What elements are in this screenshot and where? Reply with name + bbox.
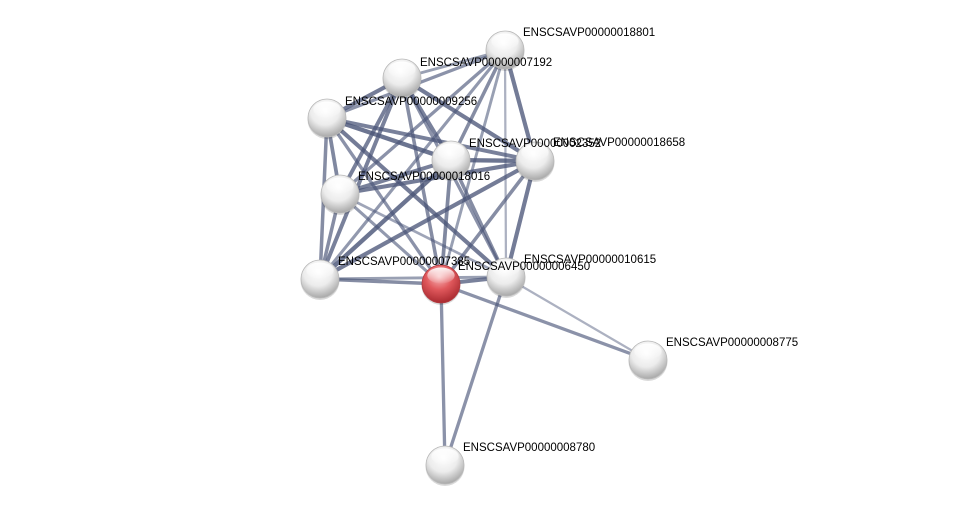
edge-n02352-n10615: [449, 158, 508, 279]
node-gloss: [437, 143, 465, 160]
node-label-n08775: ENSCSAVP00000008775: [666, 337, 798, 349]
node-label-n08780: ENSCSAVP00000008780: [463, 442, 595, 454]
node-layer: [300, 30, 668, 486]
node-label-n10615: ENSCSAVP00000010615: [524, 254, 656, 266]
node-gloss: [388, 61, 416, 78]
edge-n18016-nquery: [338, 192, 443, 286]
node-label-n18658: ENSCSAVP00000018658: [553, 137, 685, 149]
edge-n18658-n18016: [337, 158, 538, 197]
edge-n18658-nquery: [439, 159, 537, 286]
edge-n09256-n10615: [324, 115, 509, 280]
protein-node-n18658[interactable]: [515, 141, 555, 182]
node-gloss: [427, 267, 455, 284]
node-gloss: [521, 144, 549, 161]
edge-n18801-n10615: [503, 48, 508, 279]
protein-node-n07192[interactable]: [382, 58, 422, 99]
protein-node-n07385[interactable]: [300, 259, 340, 300]
protein-node-n08780[interactable]: [425, 445, 465, 486]
query-node-nquery[interactable]: [421, 264, 461, 305]
edge-nquery-n08780: [439, 282, 447, 467]
edge-n09256-n18658: [325, 116, 537, 163]
node-gloss: [491, 33, 519, 50]
edge-n18801-nquery: [439, 48, 507, 286]
protein-node-n08775[interactable]: [628, 340, 668, 381]
protein-node-n06450[interactable]: [486, 257, 526, 298]
edge-n09256-nquery: [325, 116, 443, 286]
node-label-n09256: ENSCSAVP00000009256: [345, 96, 477, 108]
edge-n18801-n02352: [449, 48, 507, 162]
edge-n02352-nquery: [439, 158, 453, 286]
edge-n09256-n02352: [324, 115, 454, 163]
node-gloss: [431, 448, 459, 465]
edge-n07192-n07385: [318, 76, 404, 281]
node-label-n06450: ENSCSAVP00000006450: [458, 261, 590, 273]
node-label-n02352: ENSCSAVP00000002352: [469, 138, 601, 150]
edge-n07385-n10615: [318, 275, 508, 281]
protein-node-n18801[interactable]: [485, 30, 525, 71]
protein-node-n09256[interactable]: [307, 98, 347, 139]
protein-node-n18016[interactable]: [320, 174, 360, 215]
edge-n18658-n10615: [503, 158, 538, 280]
edge-n07192-n18016: [338, 76, 404, 196]
edge-n10615-n08780: [443, 275, 508, 467]
node-gloss: [313, 101, 341, 118]
node-label-n07385: ENSCSAVP00000007385: [338, 256, 470, 268]
edge-n07192-n18658: [399, 75, 538, 164]
edge-n18801-n18016: [338, 48, 507, 196]
node-gloss: [326, 177, 354, 194]
node-gloss: [634, 343, 662, 360]
node-label-n18801: ENSCSAVP00000018801: [523, 27, 655, 39]
node-label-n18016: ENSCSAVP00000018016: [358, 171, 490, 183]
protein-node-n02352[interactable]: [431, 140, 471, 181]
edge-n18658-n07385: [317, 158, 538, 282]
label-layer: ENSCSAVP00000006450ENSCSAVP00000002352EN…: [338, 27, 798, 454]
node-gloss: [492, 260, 520, 277]
node-gloss: [306, 262, 334, 279]
edge-nquery-n08775: [439, 282, 650, 362]
edge-n18801-n07385: [318, 48, 507, 281]
node-label-n07192: ENSCSAVP00000007192: [420, 57, 552, 69]
edge-n10615-n08775: [504, 275, 650, 362]
edge-n18016-n10615: [338, 192, 508, 279]
